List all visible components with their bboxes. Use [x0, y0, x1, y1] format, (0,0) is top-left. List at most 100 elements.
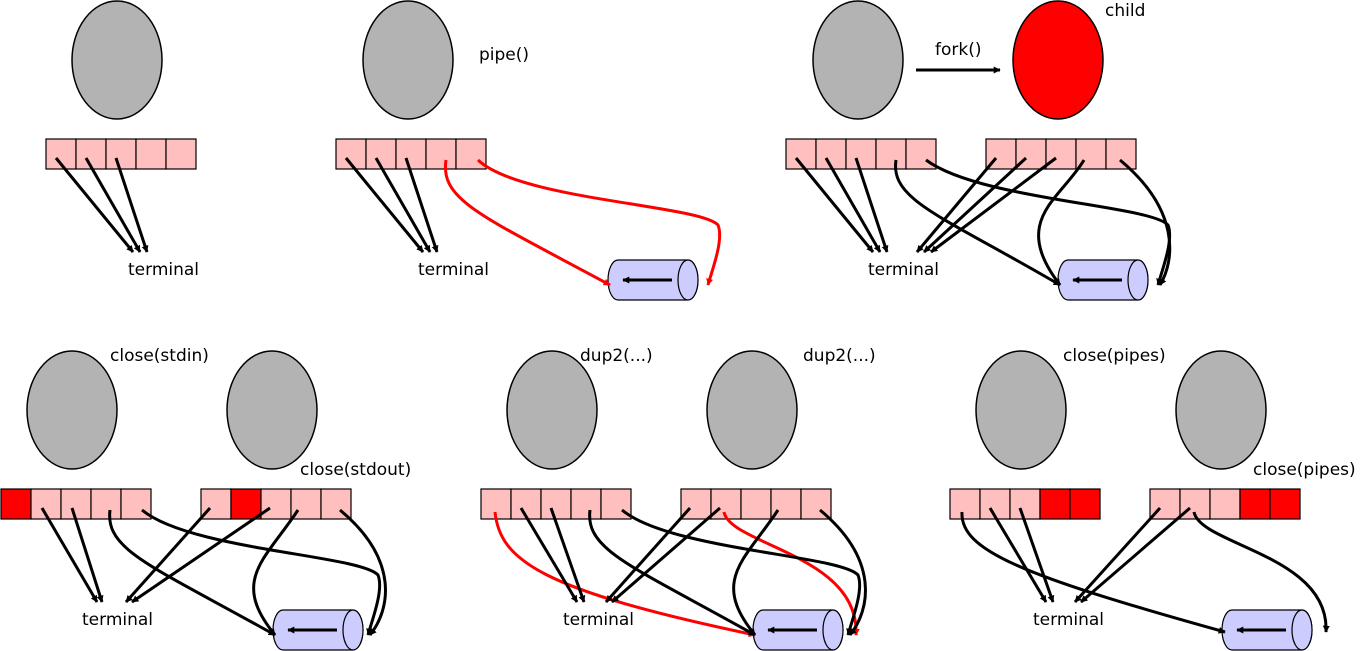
p4-close-stdout-label: close(stdout) [300, 460, 412, 480]
p2-fd-table-cell-2 [395, 138, 427, 170]
p5-child-fd-table-cell-2 [740, 488, 772, 520]
p4-child-process [226, 350, 318, 470]
p6-parent-fd-table-cell-0 [949, 488, 981, 520]
p5-parent-dup2-label: dup2(...) [580, 346, 653, 366]
p2-fd0-arrow [344, 157, 425, 253]
p3-child-fd2-arrow [930, 156, 1057, 254]
p6-parent-fd0-arrow [960, 511, 1226, 634]
p4-child-fd2-arrow [131, 506, 271, 604]
p1-terminal-label: terminal [128, 260, 200, 280]
p6-child-close-pipes-label: close(pipes) [1253, 460, 1356, 480]
p2-fd4-write-arrow [476, 158, 722, 286]
p5-parent-fd1-arrow [519, 507, 579, 603]
p5-child-fd4-arrow [819, 508, 867, 636]
p5-child-fd0-arrow [604, 507, 692, 603]
p4-child-fd4-arrow [339, 508, 387, 636]
p4-pipe-end [342, 609, 364, 651]
p3-child-process [1012, 0, 1104, 120]
p6-child-fd-table-cell-2 [1209, 488, 1241, 520]
p6-parent-fd2-arrow [1018, 507, 1055, 603]
p1-fd-table-cell-3 [135, 138, 167, 170]
p6-child-fd1-pipe-arrow [1192, 511, 1330, 633]
p5-pipe-end [822, 609, 844, 651]
p4-parent-process [26, 350, 118, 470]
p4-parent-fd1-arrow [40, 507, 99, 603]
p5-child-fd1-arrow [611, 506, 721, 604]
p3-fork-call-label: fork() [935, 40, 982, 60]
p5-pipe [752, 609, 844, 651]
p2-process [362, 0, 454, 120]
p4-child-fd-table-cell-1 [230, 488, 262, 520]
p2-fd-table-cell-3 [425, 138, 457, 170]
p2-fd2-arrow [404, 157, 439, 253]
p4-child-fd0-arrow [124, 507, 212, 603]
p1-process [71, 0, 163, 120]
p3-parent-fd2-arrow [854, 157, 889, 253]
p2-fd-table-cell-0 [335, 138, 367, 170]
p3-parent-fd1-arrow [824, 157, 882, 253]
p6-child-fd-table-cell-4 [1269, 488, 1301, 520]
p6-parent-fd-table-cell-2 [1009, 488, 1041, 520]
p3-child-fd4-arrow [1119, 158, 1172, 286]
p5-parent-fd2-arrow [549, 507, 586, 603]
p3-parent-fd0-arrow [794, 157, 875, 253]
p6-terminal-label: terminal [1033, 610, 1105, 630]
p5-parent-fd-table-cell-2 [540, 488, 572, 520]
p6-child-fd-table-cell-3 [1239, 488, 1271, 520]
p3-pipe [1057, 259, 1149, 301]
p3-parent-fd-table-cell-2 [845, 138, 877, 170]
p6-parent-fd-table-cell-3 [1039, 488, 1071, 520]
p4-pipe [272, 609, 364, 651]
p1-fd1-arrow [84, 157, 142, 253]
p3-child-label: child [1105, 1, 1146, 21]
p6-child-fd1-arrow [1080, 506, 1191, 604]
p5-child-dup2-label: dup2(...) [803, 346, 876, 366]
p3-parent-process [812, 0, 904, 120]
p3-child-fd-table-cell-2 [1045, 138, 1077, 170]
p5-terminal-label: terminal [563, 610, 635, 630]
p4-parent-fd-table-cell-0 [0, 488, 32, 520]
p4-parent-fd4-arrow [141, 508, 382, 636]
p4-close-stdin-label: close(stdin) [110, 346, 209, 366]
p4-child-fd-table-cell-2 [260, 488, 292, 520]
p4-parent-fd-table-cell-3 [90, 488, 122, 520]
p3-terminal-label: terminal [868, 260, 940, 280]
p6-parent-close-pipes-label: close(pipes) [1063, 346, 1166, 366]
p1-fd-table-cell-4 [165, 138, 197, 170]
p2-terminal-label: terminal [418, 260, 490, 280]
p3-pipe-end [1127, 259, 1149, 301]
p1-fd2-arrow [114, 157, 149, 253]
p2-fd1-arrow [374, 157, 432, 253]
p3-child-fd1-arrow [922, 156, 1028, 254]
p6-pipe-end [1291, 609, 1313, 651]
p3-child-fd0-arrow [915, 157, 998, 253]
p4-parent-fd3-arrow [108, 509, 276, 637]
p1-fd0-arrow [54, 157, 135, 253]
p1-fd-table-cell-2 [105, 138, 137, 170]
p4-terminal-label: terminal [82, 610, 154, 630]
p3-parent-fd-table-cell-3 [875, 138, 907, 170]
p5-parent-process [506, 350, 598, 470]
p5-parent-fd4-arrow [621, 508, 862, 636]
p4-child-fd3-arrow [252, 509, 300, 636]
p3-parent-fd3-arrow [894, 159, 1061, 287]
p5-parent-fd-table-cell-3 [570, 488, 602, 520]
p6-parent-fd1-arrow [988, 507, 1048, 603]
p4-parent-fd2-arrow [70, 507, 104, 603]
p6-parent-fd-table-cell-4 [1069, 488, 1101, 520]
p5-parent-fd0-dup-arrow [493, 511, 756, 638]
p3-child-fd3-arrow [1037, 159, 1086, 286]
p2-pipe-end [677, 259, 699, 301]
p6-pipe [1221, 609, 1313, 651]
p6-parent-process [975, 350, 1067, 470]
p3-child-fd-table-cell-4 [1105, 138, 1137, 170]
p4-parent-fd-table-cell-2 [60, 488, 92, 520]
p5-child-process [706, 350, 798, 470]
p4-parent-fd-table-cell-4 [120, 488, 152, 520]
p2-fd3-read-arrow [443, 159, 611, 287]
p3-parent-fd4-arrow [925, 158, 1172, 286]
p5-parent-fd3-arrow [588, 509, 756, 637]
p5-child-fd3-arrow [732, 509, 780, 636]
p2-pipe [607, 259, 699, 301]
